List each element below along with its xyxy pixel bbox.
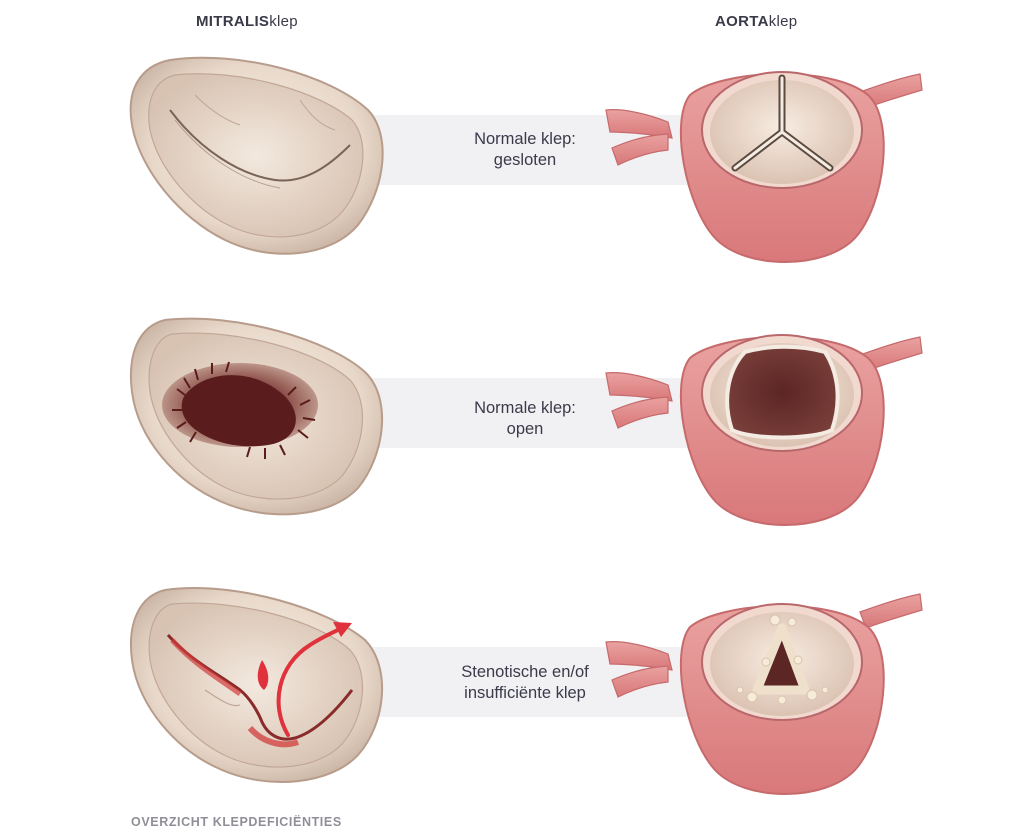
mitralis-header-bold: MITRALIS <box>196 13 270 30</box>
row-label-line1: Stenotische en/of <box>461 663 589 681</box>
mitral-valve-closed <box>129 56 384 255</box>
row-label-line2: gesloten <box>493 151 557 169</box>
aorta-header-light: klep <box>768 13 798 30</box>
row-label-line2: open <box>506 420 544 438</box>
footer-caption: OVERZICHT KLEPDEFICIËNTIES <box>131 815 342 829</box>
row-label-closed: Normale klep: gesloten <box>395 129 655 171</box>
aorta-header-bold: AORTA <box>715 13 769 30</box>
regurgitation-arrow <box>276 626 344 737</box>
mitral-valve-stenotic <box>130 587 384 783</box>
row-label-line2: insufficiënte klep <box>464 684 586 702</box>
row-label-stenotic: Stenotische en/of insufficiënte klep <box>395 662 655 704</box>
mitralis-header-light: klep <box>269 13 298 30</box>
mitralis-column-header: MITRALISklep <box>196 13 298 30</box>
aortic-valve-open <box>605 334 923 526</box>
row-label-line1: Normale klep: <box>474 130 576 148</box>
aortic-valve-stenotic <box>605 593 923 795</box>
aorta-column-header: AORTAklep <box>715 13 797 30</box>
row-label-open: Normale klep: open <box>395 398 655 440</box>
arrow-head <box>333 622 352 637</box>
mitral-valve-open <box>130 317 384 516</box>
aortic-valve-closed <box>605 71 923 263</box>
row-label-line1: Normale klep: <box>474 399 576 417</box>
